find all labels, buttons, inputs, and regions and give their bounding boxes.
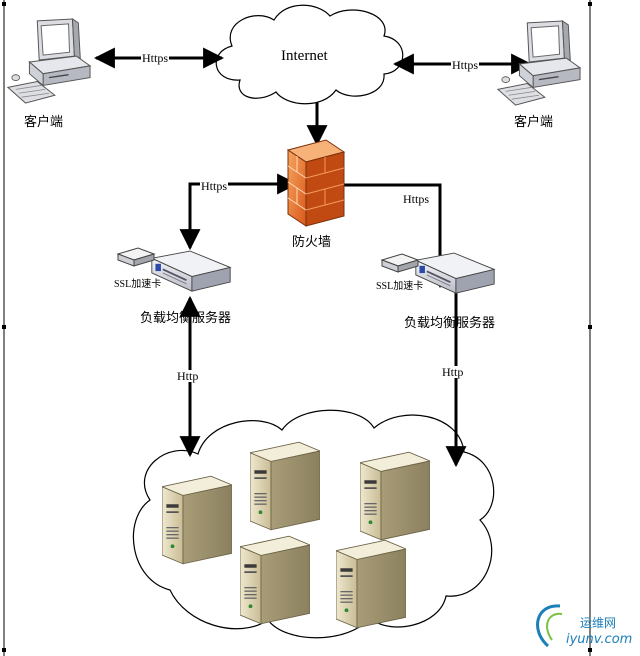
client-left-label: 客户端 <box>24 114 64 129</box>
firewall-label: 防火墙 <box>292 234 332 249</box>
internet-label: Internet <box>281 48 328 64</box>
edge-firewall-lb-right <box>315 174 451 289</box>
edge-label-client-left-internet: Https <box>141 51 170 65</box>
watermark-url: iyunv.com <box>566 632 633 647</box>
watermark-name: 运维网 <box>580 616 617 630</box>
internet-cloud <box>215 4 404 105</box>
ssl-right-label: SSL加速卡 <box>376 281 424 292</box>
page-frame <box>2 0 592 656</box>
lb-right-icon <box>414 251 496 295</box>
edge-label-firewall-lb-right: Https <box>402 192 431 206</box>
lb-right-label: 负载均衡服务器 <box>404 315 496 330</box>
client-right-label: 客户端 <box>514 114 554 129</box>
server-icon <box>360 451 430 541</box>
server-icon <box>250 441 320 531</box>
watermark-logo-icon <box>536 604 563 648</box>
server-icon <box>162 475 232 565</box>
ssl-left-label: SSL加速卡 <box>114 279 162 290</box>
ssl-right-icon <box>381 253 419 273</box>
client-left-icon <box>7 18 91 104</box>
edge-label-lb-left-servers: Http <box>176 369 200 383</box>
edge-firewall-lb-left <box>179 173 299 251</box>
server-icon <box>336 539 406 629</box>
lb-left-icon <box>150 249 232 293</box>
edge-label-firewall-lb-left: Https <box>200 179 229 193</box>
edge-label-lb-right-servers: Http <box>441 365 465 379</box>
firewall-icon <box>286 139 346 227</box>
lb-left-label: 负载均衡服务器 <box>140 310 232 325</box>
edge-label-internet-client-right: Https <box>451 58 480 72</box>
ssl-left-icon <box>117 247 155 267</box>
server-icon <box>240 535 310 625</box>
